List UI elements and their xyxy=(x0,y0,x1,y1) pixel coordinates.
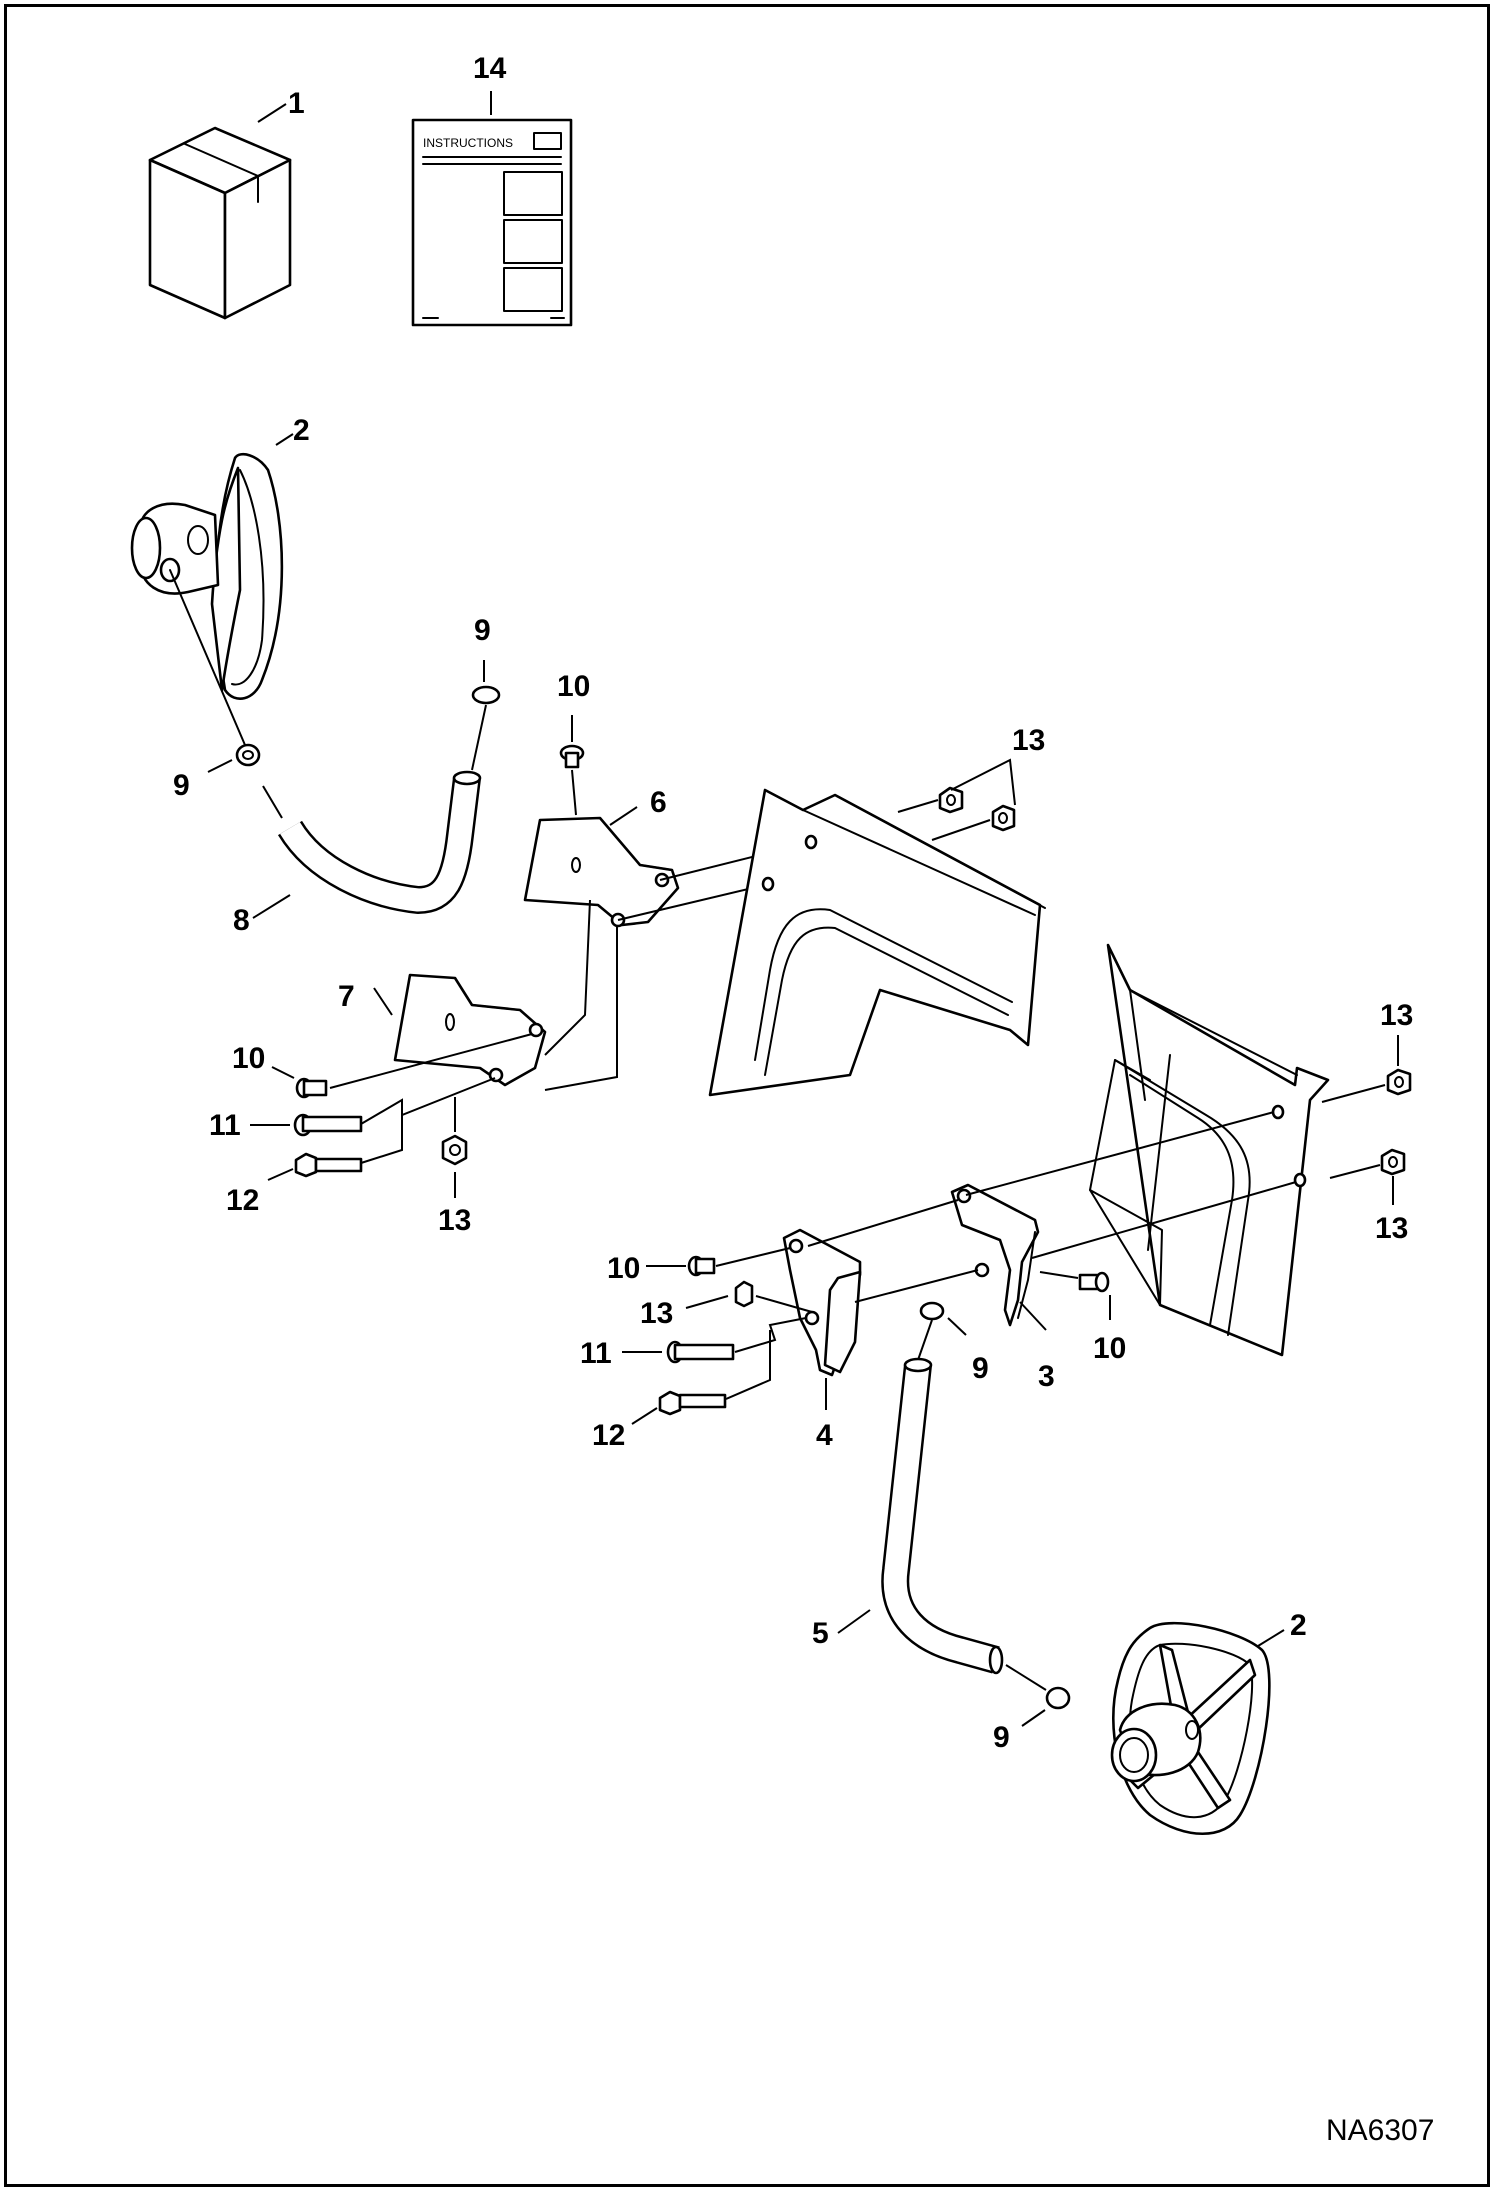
callout-13-upper: 13 xyxy=(1012,724,1045,757)
callout-7: 7 xyxy=(338,980,355,1013)
bolt-11b xyxy=(666,1340,735,1364)
callout-13-right-upper: 13 xyxy=(1380,999,1413,1032)
callout-14: 14 xyxy=(473,52,507,85)
tube-right-5 xyxy=(881,1357,1004,1675)
callout-12-left: 12 xyxy=(226,1184,259,1217)
nut-13c xyxy=(991,804,1016,832)
bolt-10d xyxy=(1078,1271,1110,1293)
bracket-4 xyxy=(782,1228,862,1377)
callout-5: 5 xyxy=(812,1617,829,1650)
bolt-12b xyxy=(658,1390,727,1416)
callout-9-plug: 9 xyxy=(474,614,491,647)
callout-10-upper: 10 xyxy=(557,670,590,703)
box-part xyxy=(148,126,292,320)
callout-labels: 1 14 2 9 10 9 6 13 8 7 10 11 12 13 13 13… xyxy=(173,52,1413,1754)
plug-9c xyxy=(919,1301,945,1321)
bolt-10c xyxy=(687,1255,716,1277)
nut-13b xyxy=(938,786,964,814)
left-fender xyxy=(708,788,1046,1097)
nut-13d xyxy=(1386,1068,1412,1096)
callout-13-right-lower: 13 xyxy=(1375,1212,1408,1245)
callout-11-left: 11 xyxy=(209,1109,241,1142)
right-fender xyxy=(1089,943,1330,1357)
instructions-label: INSTRUCTIONS xyxy=(423,136,513,150)
grommet-9a xyxy=(235,743,261,767)
mirror-right xyxy=(1110,1621,1271,1835)
callout-9-lower-grommet: 9 xyxy=(993,1721,1010,1754)
callout-3: 3 xyxy=(1038,1360,1055,1393)
callout-8: 8 xyxy=(233,904,250,937)
callout-6: 6 xyxy=(650,786,667,819)
nut-13a xyxy=(441,1134,468,1166)
callout-2-upper: 2 xyxy=(293,414,310,447)
callout-10-lower-left: 10 xyxy=(607,1252,640,1285)
drawing-number: NA6307 xyxy=(1326,2114,1434,2147)
bolt-10b xyxy=(295,1077,328,1099)
bolt-10a xyxy=(559,744,585,769)
callout-9-lower-plug: 9 xyxy=(972,1352,989,1385)
bolt-12a xyxy=(294,1152,363,1178)
nut-13f xyxy=(734,1280,754,1308)
callout-12-lower: 12 xyxy=(592,1419,625,1452)
plug-9d xyxy=(1045,1686,1071,1710)
bracket-7 xyxy=(393,973,547,1087)
plug-9b xyxy=(471,685,501,705)
bracket-6 xyxy=(523,816,680,928)
callout-10-left: 10 xyxy=(232,1042,265,1075)
callout-10-lower-right: 10 xyxy=(1093,1332,1126,1365)
callout-11-lower: 11 xyxy=(580,1337,612,1370)
callout-1: 1 xyxy=(288,87,305,120)
callout-2-lower: 2 xyxy=(1290,1609,1307,1642)
callout-13-lower: 13 xyxy=(640,1297,673,1330)
bolt-11a xyxy=(293,1113,363,1137)
mirror-left xyxy=(130,453,284,746)
callout-4: 4 xyxy=(816,1419,833,1452)
tube-left-8 xyxy=(277,770,482,914)
bracket-3 xyxy=(950,1183,1040,1327)
instructions-manual: INSTRUCTIONS xyxy=(411,118,573,327)
callout-9-grommet: 9 xyxy=(173,769,190,802)
nut-13e xyxy=(1380,1148,1406,1176)
callout-13-left: 13 xyxy=(438,1204,471,1237)
